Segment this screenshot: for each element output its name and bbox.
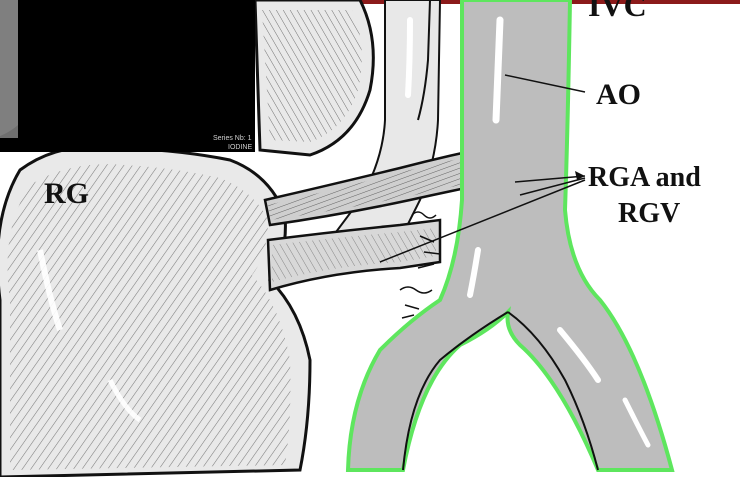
label-rga-line1: RGA and bbox=[588, 162, 701, 193]
gland-shading bbox=[8, 164, 291, 470]
ct-inset-panel: Series Nb: 1 IODINE bbox=[0, 0, 255, 152]
inset-contrast-text: IODINE bbox=[228, 144, 252, 151]
label-ao: AO bbox=[596, 78, 641, 111]
ivc-highlight bbox=[408, 20, 410, 95]
label-rg: RG bbox=[44, 177, 89, 210]
label-rga-line2: RGV bbox=[618, 198, 680, 229]
aorta-highlight bbox=[496, 20, 500, 120]
inset-series-text: Series Nb: 1 bbox=[213, 135, 252, 142]
label-ivc: IVC bbox=[588, 0, 647, 23]
